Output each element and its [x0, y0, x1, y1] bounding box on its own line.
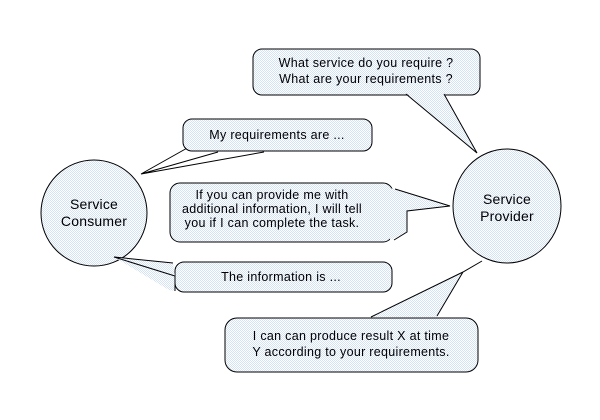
service-provider-ellipse — [452, 148, 562, 264]
bubble-what-service-tail-outline — [405, 93, 478, 154]
service-consumer-label-line1: Service — [70, 196, 118, 212]
bubble-additional-information-text-line2: additional information, I will tell — [182, 202, 362, 216]
bubble-what-service-body — [252, 48, 481, 96]
bubble-what-service-text-line1: What service do you require ? — [279, 56, 454, 70]
bubble-produce-result-text-line2: Y according to your requirements. — [252, 345, 449, 359]
bubble-the-information-tail-outline — [113, 256, 176, 291]
bubble-the-information-tail — [114, 257, 175, 291]
bubble-what-service-text-line2: What are your requirements ? — [279, 72, 453, 86]
speech-bubble-my-requirements: My requirements are ... — [140, 118, 373, 175]
service-consumer-label-line2: Consumer — [61, 213, 127, 229]
bubble-my-requirements-body — [182, 118, 373, 152]
service-provider-label-line1: Service — [483, 191, 531, 207]
bubble-my-requirements-text: My requirements are ... — [209, 128, 344, 142]
bubble-additional-information-text-line3: you if I can complete the task. — [185, 216, 360, 230]
actor-service-provider: Service Provider — [452, 148, 562, 264]
speech-bubble-additional-information: If you can provide me with additional in… — [169, 182, 451, 243]
speech-bubble-produce-result: I can can produce result X at time Y acc… — [224, 260, 483, 373]
actor-service-consumer: Service Consumer — [40, 159, 148, 267]
speech-bubble-what-service: What service do you require ? What are y… — [252, 48, 481, 154]
bubble-additional-information-text-line1: If you can provide me with — [195, 188, 348, 202]
bubble-produce-result-tail-outline — [370, 260, 483, 318]
speech-bubble-the-information: The information is ... — [113, 256, 393, 293]
bubble-my-requirements-tail — [140, 146, 265, 175]
bubble-the-information-text: The information is ... — [221, 270, 341, 284]
bubble-additional-information-tail — [390, 188, 450, 240]
bubble-produce-result-text-line1: I can can produce result X at time — [253, 329, 449, 343]
bubble-additional-information-tail-outline — [393, 188, 451, 241]
service-consumer-ellipse — [40, 159, 148, 267]
service-provider-label-line2: Provider — [480, 208, 534, 224]
bubble-produce-result-body — [224, 317, 479, 373]
